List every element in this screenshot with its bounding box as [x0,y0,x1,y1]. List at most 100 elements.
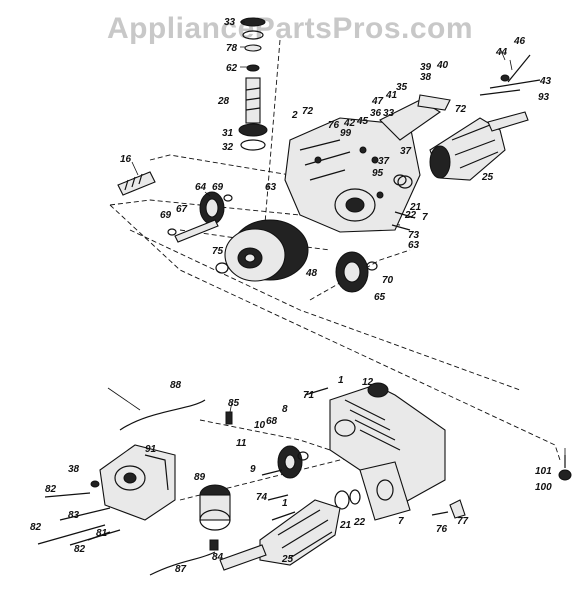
shaft-67 [174,219,219,243]
shaft-28 [245,77,261,124]
callout-47: 47 [371,96,384,107]
callout-39: 39 [420,62,432,73]
bolts-lower-left [37,492,121,546]
callout-63: 63 [408,240,420,251]
bevel-gear-31 [238,123,268,137]
callout-35: 35 [396,82,408,93]
callout-82: 82 [45,484,57,495]
callout-1: 1 [338,375,344,386]
callout-48: 48 [305,268,318,279]
callout-44: 44 [495,47,508,58]
callout-33: 33 [224,17,236,28]
callout-33: 33 [383,108,395,119]
callout-84: 84 [212,552,224,563]
callout-43: 43 [539,76,552,87]
callout-9: 9 [250,464,256,475]
callout-76: 76 [436,524,448,535]
callout-69: 69 [160,210,172,221]
axle-housing-25-lower [219,499,341,571]
upper-housing [284,117,421,233]
callout-67: 67 [176,204,188,215]
callout-89: 89 [194,472,206,483]
callout-85: 85 [228,398,240,409]
callout-7: 7 [398,516,404,527]
side-plate-7-lower [359,461,411,521]
callout-22: 22 [404,210,417,221]
fitting-84 [209,539,219,551]
callout-46: 46 [513,36,526,47]
callout-71: 71 [303,390,315,401]
callout-65: 65 [374,292,386,303]
callout-76: 76 [328,120,340,131]
hose-88 [119,399,206,431]
watermark-text: AppliancePartsPros.com [107,12,473,45]
callout-41: 41 [385,90,398,101]
callout-21: 21 [409,202,422,213]
filter-89 [199,484,231,531]
callout-37: 37 [400,146,412,157]
callout-75: 75 [212,246,224,257]
callout-2: 2 [291,110,298,121]
callout-69: 69 [212,182,224,193]
pump-91 [99,444,176,521]
washer-21-lower [334,490,350,510]
hose-87 [149,551,216,576]
callout-72: 72 [455,104,467,115]
callout-93: 93 [538,92,550,103]
callout-25: 25 [281,554,294,565]
top-shaft-stack [238,17,268,151]
washer-38 [90,480,100,488]
pinion-shaft-16 [117,171,156,196]
callout-36: 36 [370,108,382,119]
callout-87: 87 [175,564,187,575]
callout-16: 16 [120,154,132,165]
callout-88: 88 [170,380,182,391]
callout-82: 82 [30,522,42,533]
differential-48 [224,219,309,282]
callout-81: 81 [96,528,108,539]
bearing-32 [240,139,266,151]
housing-small-parts [359,94,451,231]
callout-8: 8 [282,404,288,415]
callout-82: 82 [74,544,86,555]
gear-12 [367,382,389,398]
callout-63: 63 [265,182,277,193]
callout-1: 1 [282,498,288,509]
callout-42: 42 [343,118,356,129]
callout-7: 7 [422,212,428,223]
callout-78: 78 [226,43,238,54]
gear-65 [335,251,369,293]
callout-73: 73 [408,230,420,241]
ring-62 [246,64,260,72]
callout-72: 72 [302,106,314,117]
callout-12: 12 [362,377,374,388]
axle-housing-25-upper [429,111,529,181]
fitting-85 [225,411,233,425]
callout-95: 95 [372,168,384,179]
fitting-101-100 [558,455,572,481]
callout-83: 83 [68,510,80,521]
callout-77: 77 [457,516,469,527]
callout-68: 68 [266,416,278,427]
washer-69a [223,194,233,202]
callout-62: 62 [226,63,238,74]
callout-38: 38 [68,464,80,475]
washer-78 [244,44,262,52]
callout-31: 31 [222,128,234,139]
callout-40: 40 [436,60,449,71]
washer-68 [297,451,309,461]
callout-100: 100 [535,482,552,493]
callout-leaders [107,21,566,455]
callout-25: 25 [481,172,494,183]
lower-housing [329,382,446,506]
callout-11: 11 [236,438,247,449]
callout-74: 74 [256,492,268,503]
bolt-assembly-upper-right [479,54,541,96]
gear-10 [277,445,303,479]
callout-32: 32 [222,142,234,153]
washer-70 [366,261,378,271]
callout-38: 38 [420,72,432,83]
bearing-75 [215,262,229,274]
washer-21-upper [397,175,413,189]
